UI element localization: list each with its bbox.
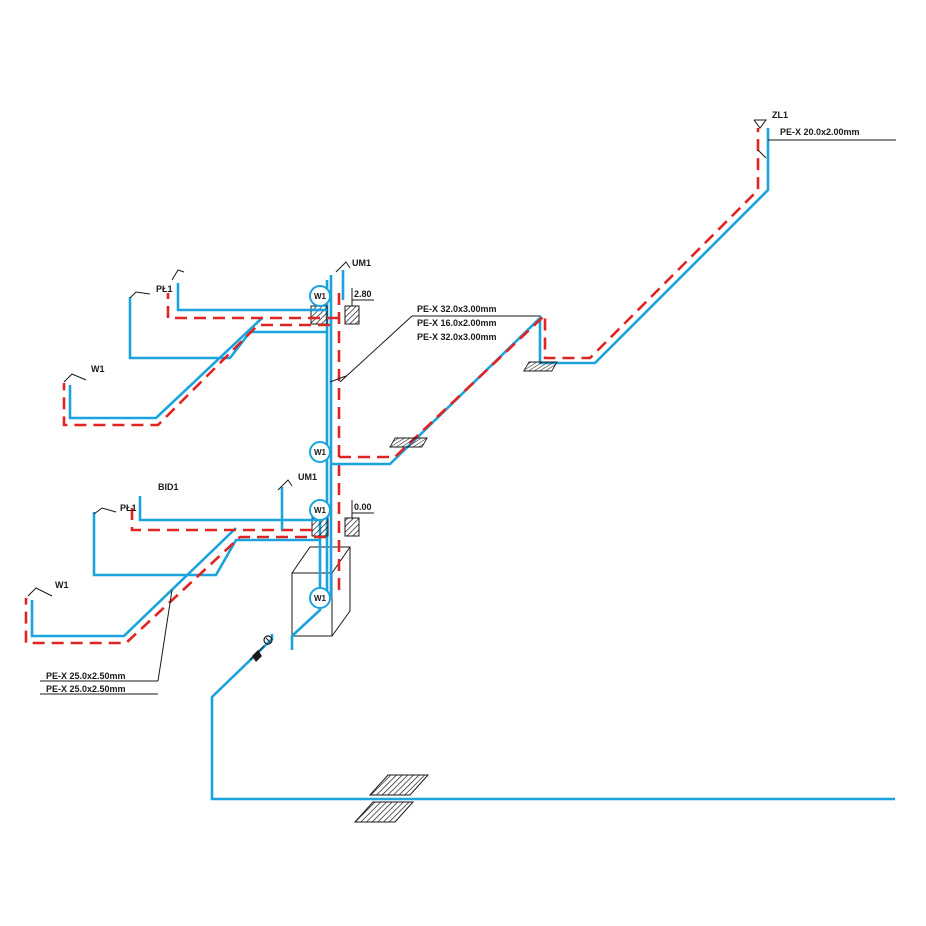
um1-upper-fixture: UM1 xyxy=(335,258,371,300)
elevation-upper-label: 2.80 xyxy=(354,289,372,299)
water-meter-assembly xyxy=(249,635,273,662)
lower-pipe-spec-leader: PE-X 25.0x2.50mm PE-X 25.0x2.50mm xyxy=(40,589,173,695)
pu-upper-label: PŁ1 xyxy=(156,284,173,294)
zl1-label: ZL1 xyxy=(772,110,788,120)
riser-marker-label: W1 xyxy=(314,594,327,603)
lower-fixture-pl: PŁ1 xyxy=(93,503,137,515)
riser-marker-label: W1 xyxy=(314,292,327,301)
riser-marker-1: W1 xyxy=(309,285,331,307)
pipe-16-label: PE-X 16.0x2.00mm xyxy=(417,318,497,328)
riser-marker-label: W1 xyxy=(314,506,327,515)
pipe-32-b-label: PE-X 32.0x3.00mm xyxy=(417,332,497,342)
pipe-25-b-label: PE-X 25.0x2.50mm xyxy=(46,684,126,694)
bid1-label: BID1 xyxy=(158,482,179,492)
upper-left-branch xyxy=(62,283,339,427)
upper-right-branch xyxy=(331,128,770,466)
um1-lower-label: UM1 xyxy=(298,472,317,482)
floor-crossing-hatch-mid xyxy=(389,437,428,448)
wall-crossing-hatch-main xyxy=(353,774,430,823)
upper-fixture-pl: PŁ1 xyxy=(129,269,185,299)
elevation-lower-label: 0.00 xyxy=(354,502,372,512)
floor-crossing-hatch-right xyxy=(523,361,558,372)
um1-upper-label: UM1 xyxy=(352,258,371,268)
lower-fixture-w1: W1 xyxy=(27,580,69,597)
elevation-marker-lower: 0.00 xyxy=(344,500,374,537)
lower-left-branch xyxy=(24,496,326,645)
pipe-32-a-label: PE-X 32.0x3.00mm xyxy=(417,304,497,314)
lower-fixture-bid1: BID1 xyxy=(158,482,179,492)
riser-marker-2: W1 xyxy=(309,441,331,463)
elevation-marker-upper: 2.80 xyxy=(344,288,374,325)
cold-riser xyxy=(325,275,333,598)
main-supply-line xyxy=(210,634,895,801)
riser-marker-4: W1 xyxy=(309,587,331,609)
riser-marker-label: W1 xyxy=(314,448,327,457)
upper-fixture-w1: W1 xyxy=(63,364,105,383)
pipe-25-a-label: PE-X 25.0x2.50mm xyxy=(46,671,126,681)
pu-lower-label: PŁ1 xyxy=(120,503,137,513)
mid-pipe-spec-leader: PE-X 32.0x3.00mm PE-X 16.0x2.00mm PE-X 3… xyxy=(329,304,540,383)
riser-marker-3: W1 xyxy=(309,499,331,521)
zl1-fixture: ZL1 PE-X 20.0x2.00mm xyxy=(753,110,896,159)
pe-x-20-label: PE-X 20.0x2.00mm xyxy=(780,127,860,137)
um1-lower-fixture: UM1 xyxy=(277,472,317,530)
w1-lower-label: W1 xyxy=(55,580,69,590)
w1-upper-label: W1 xyxy=(91,364,105,374)
